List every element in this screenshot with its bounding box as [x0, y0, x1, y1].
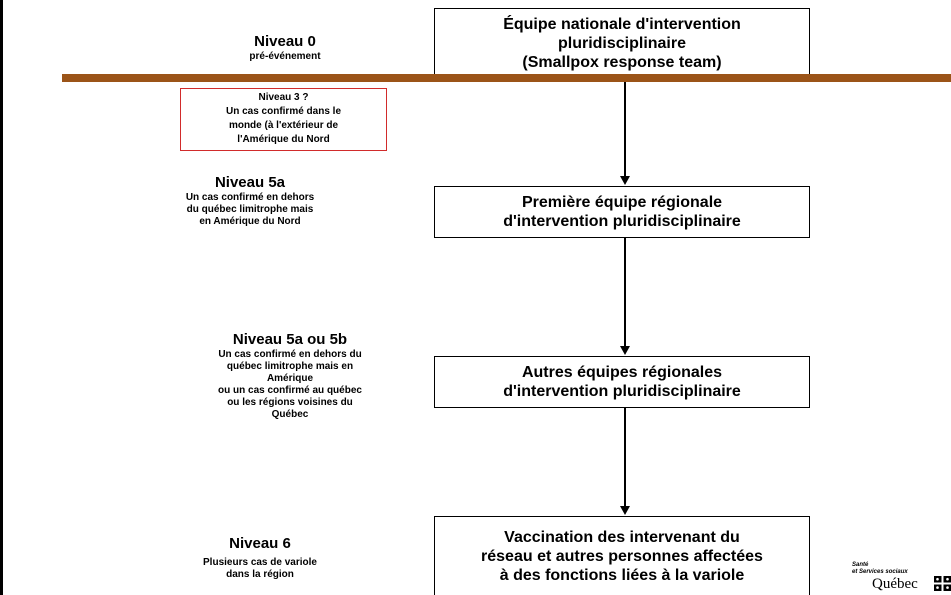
level-0-subtitle: pré-événement	[249, 51, 321, 62]
level-0-title: Niveau 0	[254, 33, 316, 50]
logo-line1: Santé	[852, 562, 869, 568]
level-5a-title: Niveau 5a	[214, 174, 286, 191]
level-5ab-line5: ou les régions voisines du	[227, 397, 353, 408]
arrow-first-to-others	[620, 238, 630, 355]
level-5a-line1: Un cas confirmé en dehors	[185, 192, 315, 203]
level-3-line3: l'Amérique du Nord	[237, 134, 330, 145]
box-vaccination: Vaccination des intervenant du réseau et…	[434, 516, 810, 595]
box-other-regional-line1: Autres équipes régionales	[521, 364, 723, 381]
arrow-national-to-first	[620, 82, 630, 185]
level-6-line2: dans la région	[226, 569, 294, 580]
pre-event-divider	[62, 74, 951, 82]
box-first-regional-line2: d'intervention pluridisciplinaire	[503, 213, 741, 230]
level-6-label: Niveau 6 Plusieurs cas de variole dans l…	[185, 535, 335, 581]
arrow-others-to-vaccination	[620, 408, 630, 515]
arrowhead	[620, 176, 630, 185]
box-other-regional-line2: d'intervention pluridisciplinaire	[503, 383, 741, 400]
level-5ab-line3: Amérique	[266, 373, 314, 384]
box-first-regional-line1: Première équipe régionale	[521, 194, 723, 211]
quebec-flag-icon	[934, 576, 951, 591]
box-other-regional-teams: Autres équipes régionales d'intervention…	[434, 356, 810, 408]
box-vaccination-line3: à des fonctions liées à la variole	[499, 566, 745, 584]
box-national-line1: Équipe nationale d'intervention	[503, 15, 741, 33]
arrowhead	[620, 346, 630, 355]
arrowhead	[620, 506, 630, 515]
level-3-line1: Un cas confirmé dans le	[225, 106, 342, 117]
left-border	[0, 0, 3, 595]
quebec-logo: Santé et Services sociaux Québec	[852, 562, 951, 595]
level-5ab-label: Niveau 5a ou 5b Un cas confirmé en dehor…	[185, 331, 395, 421]
box-national-team: Équipe nationale d'intervention pluridis…	[434, 8, 810, 82]
level-3-title: Niveau 3 ?	[258, 92, 309, 103]
logo-name: Québec	[872, 576, 918, 592]
box-national-line2: pluridisciplinaire	[557, 34, 686, 52]
level-6-title: Niveau 6	[229, 535, 291, 552]
level-6-line1: Plusieurs cas de variole	[203, 557, 317, 568]
level-0-label: Niveau 0 pré-événement	[190, 33, 380, 63]
level-5ab-title: Niveau 5a ou 5b	[232, 331, 348, 348]
level-5a-line3: en Amérique du Nord	[199, 216, 301, 227]
box-vaccination-line2: réseau et autres personnes affectées	[481, 547, 763, 565]
logo-line2: et Services sociaux	[852, 569, 908, 575]
level-5ab-line6: Québec	[271, 409, 309, 420]
level-5a-label: Niveau 5a Un cas confirmé en dehors du q…	[170, 174, 330, 228]
box-first-regional-team: Première équipe régionale d'intervention…	[434, 186, 810, 238]
level-5a-line2: du québec limitrophe mais	[186, 204, 314, 215]
level-5ab-line4: ou un cas confirmé au québec	[218, 385, 362, 396]
box-national-line3: (Smallpox response team)	[522, 53, 722, 71]
level-3-line2: monde (à l'extérieur de	[228, 120, 339, 131]
box-vaccination-line1: Vaccination des intervenant du	[504, 528, 740, 546]
level-3-box: Niveau 3 ? Un cas confirmé dans le monde…	[180, 88, 387, 151]
level-5ab-line1: Un cas confirmé en dehors du	[218, 349, 362, 360]
level-5ab-line2: québec limitrophe mais en	[226, 361, 354, 372]
